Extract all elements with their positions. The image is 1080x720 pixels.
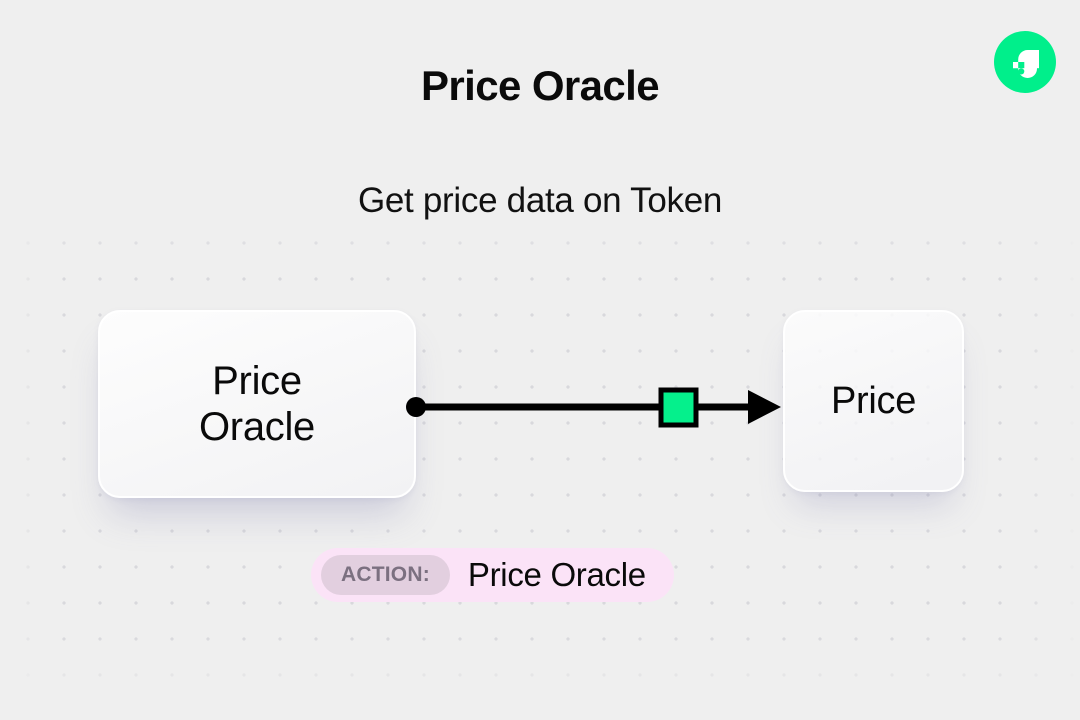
page-title: Price Oracle bbox=[421, 62, 660, 109]
page-subtitle: Get price data on Token bbox=[357, 181, 723, 220]
node-card-source-label-line1: Price bbox=[212, 358, 302, 403]
action-badge-value: Price Oracle bbox=[467, 556, 646, 593]
action-badge[interactable]: ACTION: Price Oracle bbox=[311, 548, 674, 602]
flow-logo-icon bbox=[994, 31, 1056, 93]
node-card-target[interactable]: Price bbox=[783, 310, 964, 492]
arrow-right-icon bbox=[748, 390, 781, 424]
connector-square-icon[interactable] bbox=[658, 387, 699, 428]
node-card-source-label-line2: Oracle bbox=[198, 405, 315, 449]
action-badge-prefix: ACTION: bbox=[321, 555, 450, 595]
node-card-source[interactable]: Price Oracle bbox=[98, 310, 416, 498]
node-card-target-label: Price bbox=[830, 379, 917, 422]
node-card-source-label: Price Oracle bbox=[199, 358, 315, 451]
